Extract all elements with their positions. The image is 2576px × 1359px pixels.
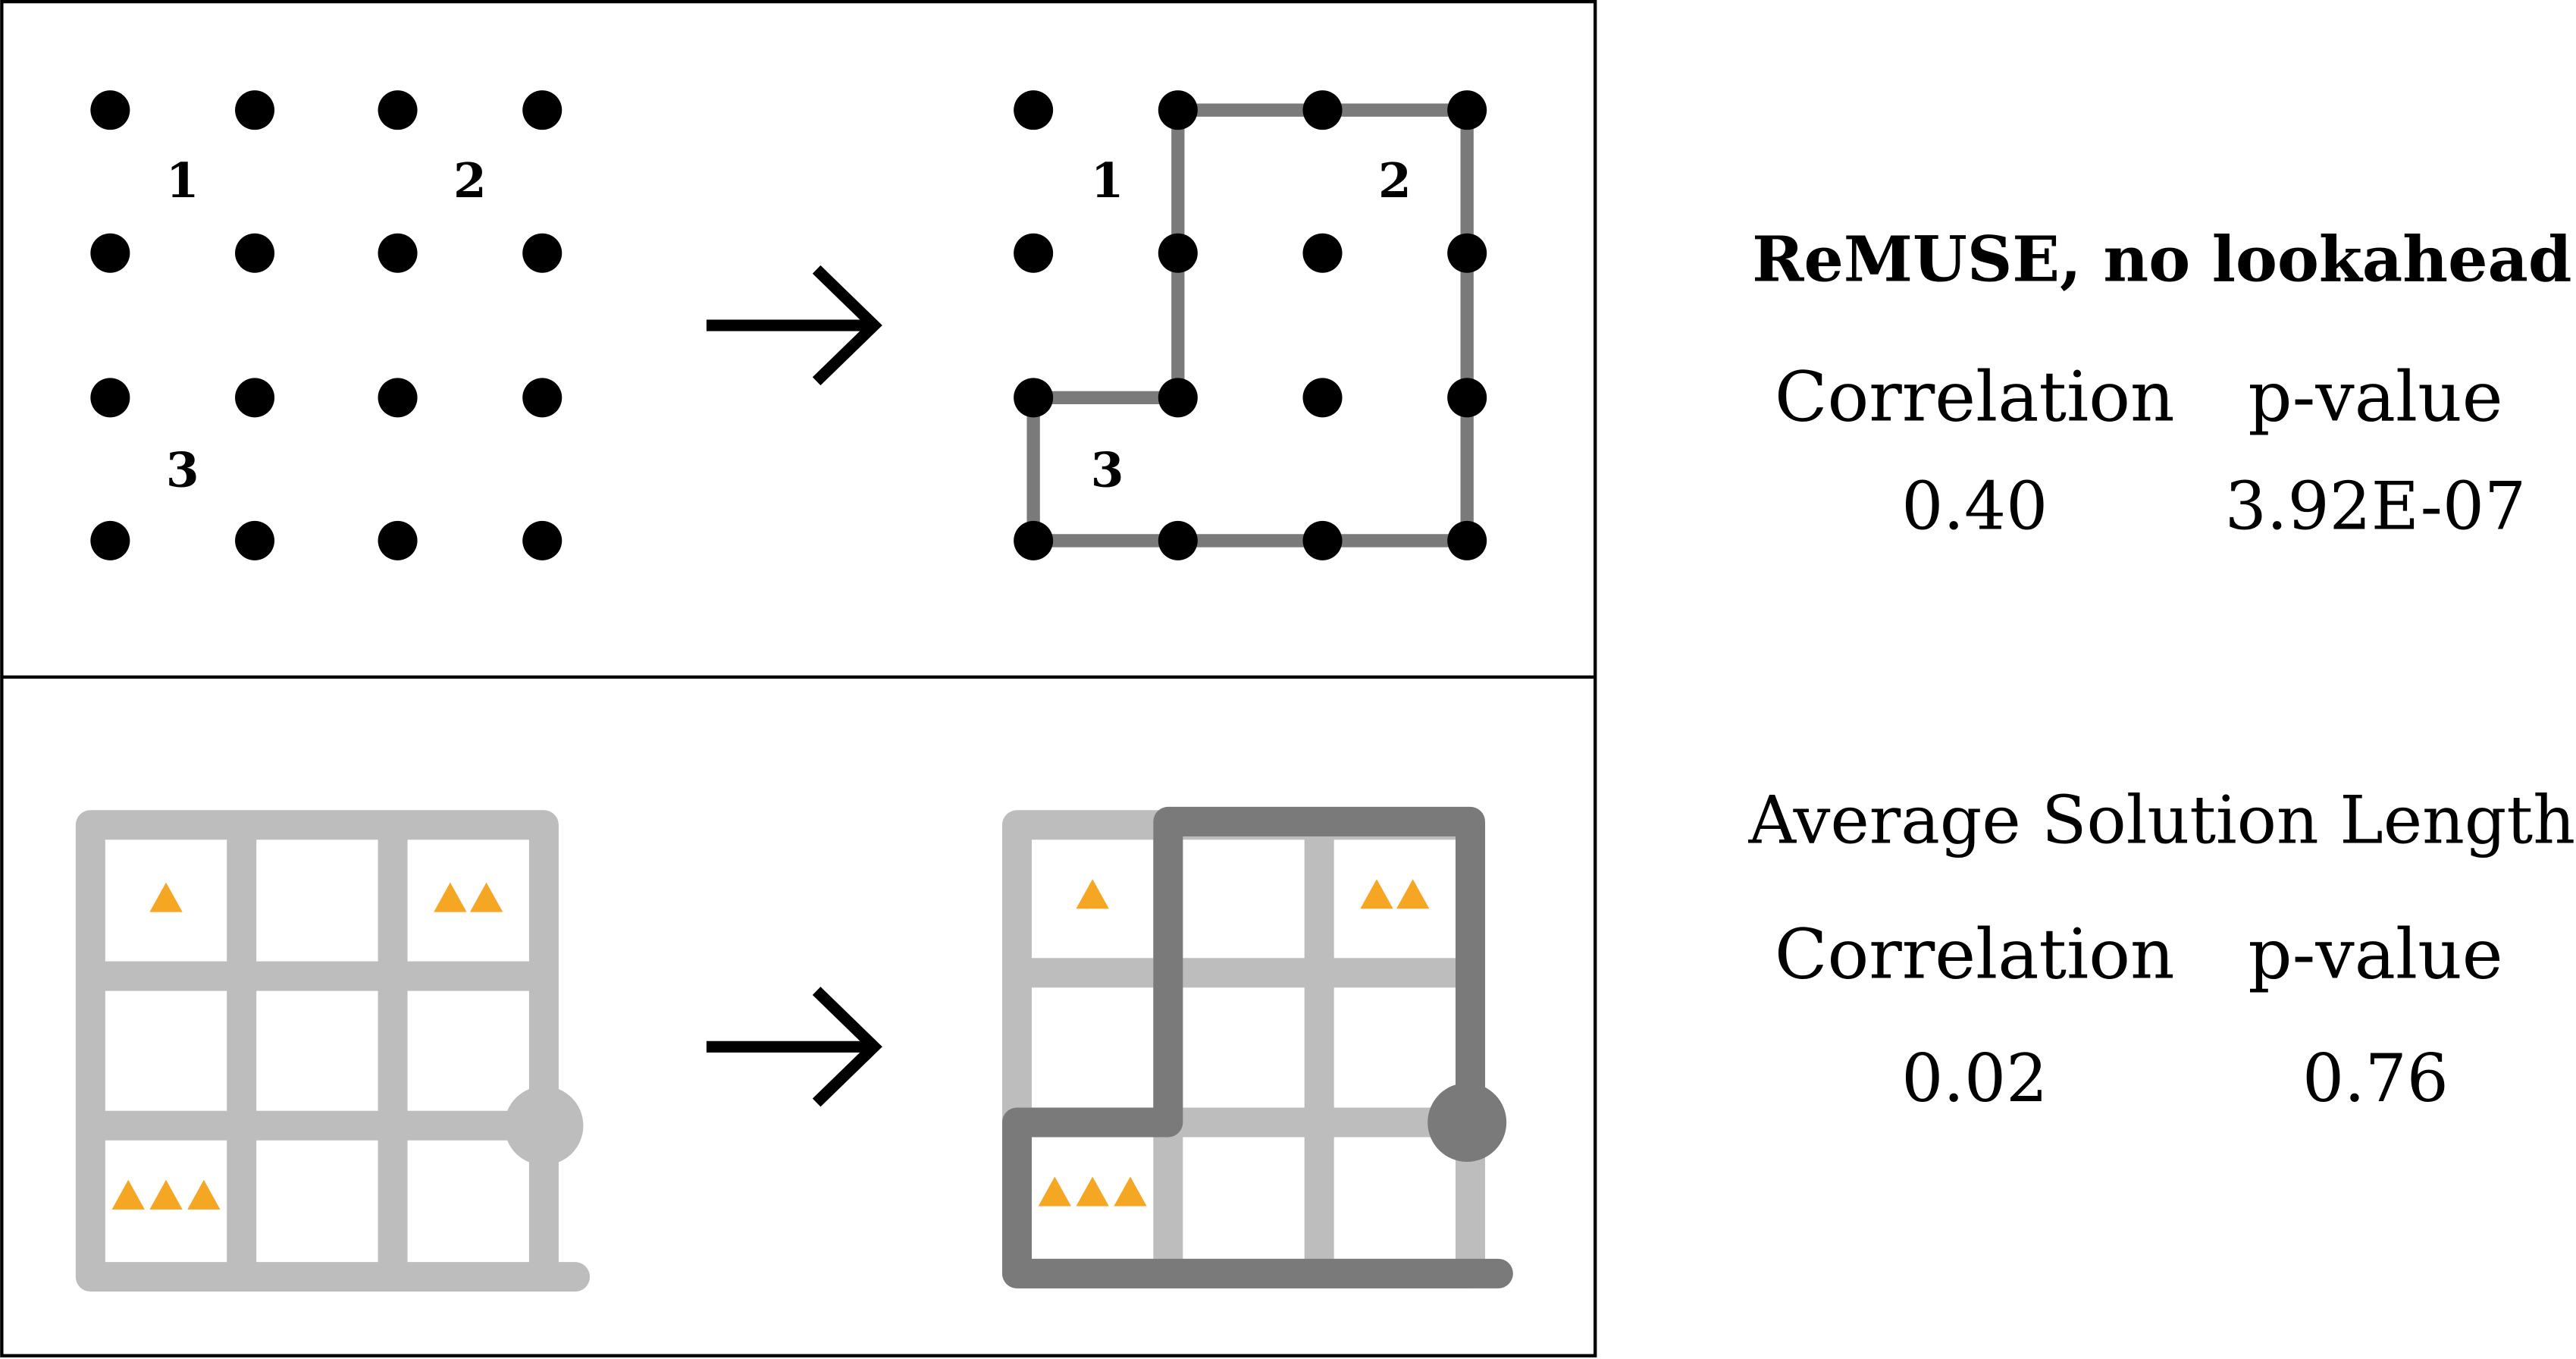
triangle-icon [187, 1179, 221, 1210]
correlation-header: Correlation [1775, 358, 2175, 438]
correlation-header: Correlation [1775, 915, 2175, 994]
correlation-value: 0.40 [1901, 469, 2048, 545]
grid-dot [1302, 520, 1343, 560]
triangle-icon [1076, 879, 1109, 909]
grid-dot [522, 90, 563, 130]
grid-dot [1447, 378, 1487, 418]
grid-dot [235, 90, 275, 130]
triangle-icon [149, 1179, 183, 1210]
region-label-1: 1 [166, 152, 199, 209]
triangle-marker-group [111, 882, 503, 1210]
triangle-icon [1038, 1176, 1071, 1207]
pvalue-value: 3.92E-07 [2225, 469, 2526, 545]
pvalue-value: 0.76 [2302, 1041, 2449, 1117]
pvalue-header: p-value [2248, 915, 2502, 994]
triangle-icon [434, 882, 467, 912]
start-node [504, 1086, 584, 1166]
grid-dot [1158, 90, 1198, 130]
triangle-marker-group [1038, 879, 1430, 1207]
grid-dot [1014, 90, 1054, 130]
region-label-2: 2 [453, 152, 487, 209]
triangle-icon [1360, 879, 1393, 909]
region-label-1: 1 [1091, 152, 1124, 209]
grid-dot [235, 520, 275, 560]
grid-dot [90, 520, 130, 560]
region-label-2: 2 [1378, 152, 1412, 209]
triangle-icon [111, 1179, 145, 1210]
grid-dot [378, 90, 418, 130]
grid-dot [378, 233, 418, 273]
grid-dot [1158, 233, 1198, 273]
region-label-3: 3 [166, 441, 199, 497]
triangle-icon [1076, 1176, 1109, 1207]
stats-block-remuse: ReMUSE, no lookahead Correlation p-value… [1752, 224, 2571, 545]
start-node [1427, 1082, 1507, 1162]
grid-dot [1158, 378, 1198, 418]
grid-dot [1014, 378, 1054, 418]
arrow-icon [706, 265, 882, 386]
grid-dot [1302, 233, 1343, 273]
top-left-dot-grid [90, 90, 563, 560]
pvalue-header: p-value [2248, 358, 2502, 438]
region-label-3: 3 [1091, 441, 1124, 497]
grid-dot [1302, 90, 1343, 130]
triangle-icon [469, 882, 503, 912]
grid-dot [1447, 90, 1487, 130]
grid-dot [235, 233, 275, 273]
grid-dot [235, 378, 275, 418]
top-right-dot-grid [1014, 90, 1487, 560]
stats-title: Average Solution Length [1747, 783, 2575, 859]
grid-dot [522, 233, 563, 273]
grid-dot [522, 520, 563, 560]
grid-dot [378, 520, 418, 560]
triangle-icon [1396, 879, 1430, 909]
bottom-left-puzzle [75, 810, 591, 1292]
stats-title: ReMUSE, no lookahead [1752, 224, 2571, 297]
correlation-value: 0.02 [1901, 1041, 2048, 1117]
grid-dot [90, 233, 130, 273]
grid-dot [1158, 520, 1198, 560]
stats-block-length: Average Solution Length Correlation p-va… [1747, 783, 2575, 1117]
solution-path [1001, 806, 1513, 1288]
grid-dot [378, 378, 418, 418]
grid-dot [90, 378, 130, 418]
grid-dot [522, 378, 563, 418]
grid-dot [1014, 233, 1054, 273]
grid-dot [90, 90, 130, 130]
triangle-icon [149, 882, 183, 912]
bottom-right-puzzle [1001, 806, 1513, 1288]
grid-dot [1447, 233, 1487, 273]
grid-dot [1302, 378, 1343, 418]
triangle-icon [1114, 1176, 1147, 1207]
grid-dot [1014, 520, 1054, 560]
arrow-icon [706, 987, 882, 1107]
grid-dot [1447, 520, 1487, 560]
